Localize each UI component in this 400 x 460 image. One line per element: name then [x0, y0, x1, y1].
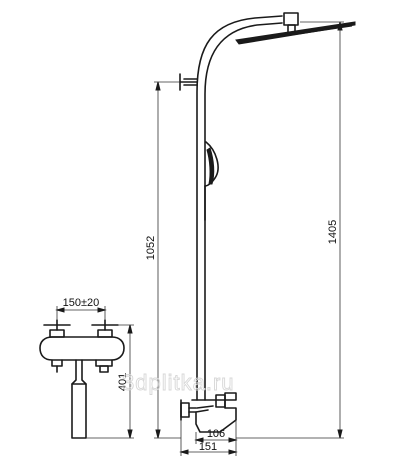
- mixer-housing: [39, 336, 125, 361]
- dimension-depth-outer: 151: [179, 420, 238, 456]
- dimension-depth-inner: 106: [194, 420, 238, 444]
- dimension-total-height: 1405: [236, 21, 344, 439]
- head-connector: [283, 12, 299, 26]
- watermark: 3dplitka.ru: [122, 370, 235, 395]
- depth-inner-label: 106: [207, 428, 225, 440]
- left-handle: [43, 319, 71, 331]
- hand-shower: [204, 141, 219, 221]
- right-handle: [91, 319, 119, 331]
- spout-pipe: [71, 359, 87, 439]
- side-mixer-view: [39, 319, 125, 439]
- mixer-body: [191, 392, 237, 433]
- depth-outer-label: 151: [199, 441, 217, 453]
- mixer-height-label: 401: [117, 373, 129, 391]
- wall-flange: [180, 399, 197, 421]
- dimension-mixer-height: 401: [86, 324, 134, 439]
- arm-height-label: 1052: [145, 236, 157, 260]
- dimension-arm-height: 1052: [145, 81, 181, 439]
- spacing-label: 150±20: [63, 297, 100, 309]
- shower-column: [179, 12, 356, 433]
- total-height-label: 1405: [327, 220, 339, 244]
- wall-bracket: [179, 73, 198, 91]
- riser-pipe: [196, 15, 283, 401]
- dimension-spacing: 150±20: [55, 297, 107, 320]
